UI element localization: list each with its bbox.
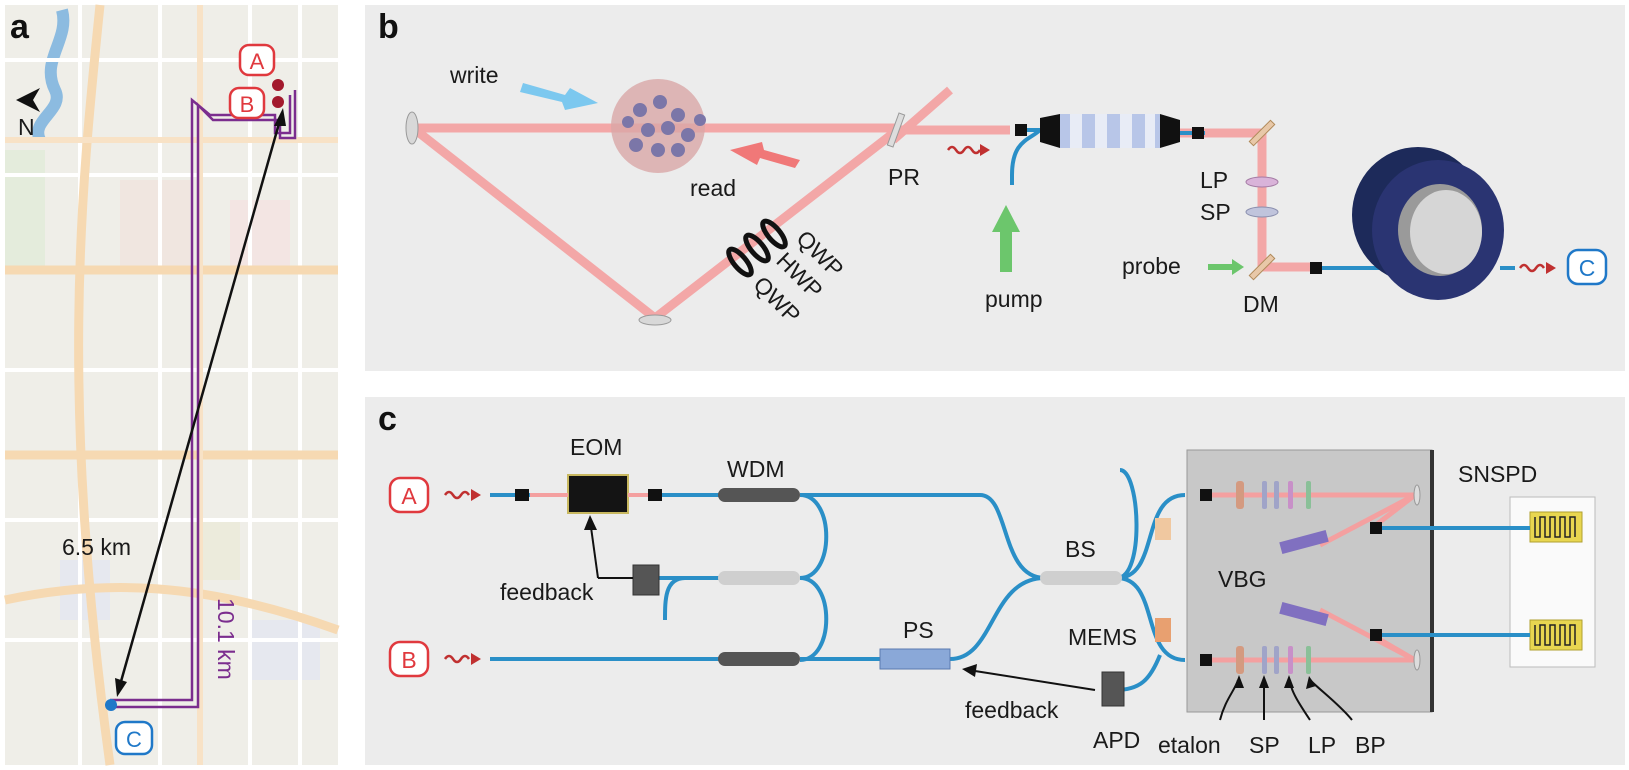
filter-stack-top [1236,481,1311,509]
wdm-label: WDM [727,456,784,482]
apd-detector [1101,671,1125,707]
eom-device [567,474,629,514]
bs-label: BS [1065,536,1096,562]
snspd-label: SNSPD [1458,461,1537,487]
distance-fiber-label: 10.1 km [213,598,239,680]
mems-switch [1155,618,1171,642]
write-label: write [449,62,499,88]
wdm-bottom [718,652,800,666]
dm-upper-mirror [1248,119,1276,147]
north-label: N [18,114,35,140]
mirror-bottom [638,314,672,326]
wdm-top [718,488,800,502]
node-b-badge: B [228,86,266,120]
feedback-top-label: feedback [500,579,594,605]
sp-filter-label: SP [1200,199,1231,225]
lp-filter-label: LP [1200,167,1228,193]
feedback-bottom-label: feedback [965,697,1059,723]
vbg-grating-bottom [1279,601,1329,627]
panel-b-setup: b write read PR [365,5,1625,371]
bs-device [1040,571,1122,585]
ps-label: PS [903,617,934,643]
input-a-badge: A [388,476,430,514]
pump-arrow [992,205,1020,272]
node-a-label: A [250,49,265,74]
snspd-detector-bottom [1529,619,1583,651]
mirror-left [405,111,419,145]
panel-a-map: N A B C 6.5 km 10.1 km a [4,4,340,766]
read-arrow [730,142,800,168]
snspd-detector-top [1529,511,1583,543]
panel-b-node-c-label: C [1579,255,1596,281]
sp-label: SP [1249,732,1280,758]
node-b-label: B [240,92,255,117]
splitter-top [1155,518,1171,540]
node-c-badge: C [114,720,154,756]
pump-label: pump [985,286,1043,312]
feedback-detector-top [632,564,660,596]
panel-b-letter: b [378,8,399,46]
panel-c-setup: c A B [365,397,1625,765]
panel-c-letter: c [378,400,397,438]
pr-mirror [886,112,906,148]
input-b-badge: B [388,640,430,678]
eom-label: EOM [570,434,622,460]
panel-a-letter: a [10,8,30,46]
lp-label: LP [1308,732,1336,758]
etalon-label: etalon [1158,732,1221,758]
read-label: read [690,175,736,201]
input-b-label: B [401,647,416,673]
mems-label: MEMS [1068,624,1137,650]
node-a-badge: A [238,43,276,77]
apd-label: APD [1093,727,1140,753]
bp-label: BP [1355,732,1386,758]
input-a-label: A [401,483,417,509]
distance-direct-label: 6.5 km [62,534,131,560]
probe-label: probe [1122,253,1181,279]
pr-label: PR [888,164,920,190]
dm-mirror [1248,253,1276,281]
vbg-label: VBG [1218,566,1267,592]
dm-label: DM [1243,291,1279,317]
write-arrow [520,83,598,110]
vbg-grating-top [1279,529,1329,555]
wdm-middle [718,571,800,585]
ps-device [879,648,951,670]
panel-b-node-c-badge: C [1566,248,1608,286]
waveplates [726,218,788,278]
filter-stack-bottom [1236,646,1311,674]
node-c-label: C [126,727,142,752]
